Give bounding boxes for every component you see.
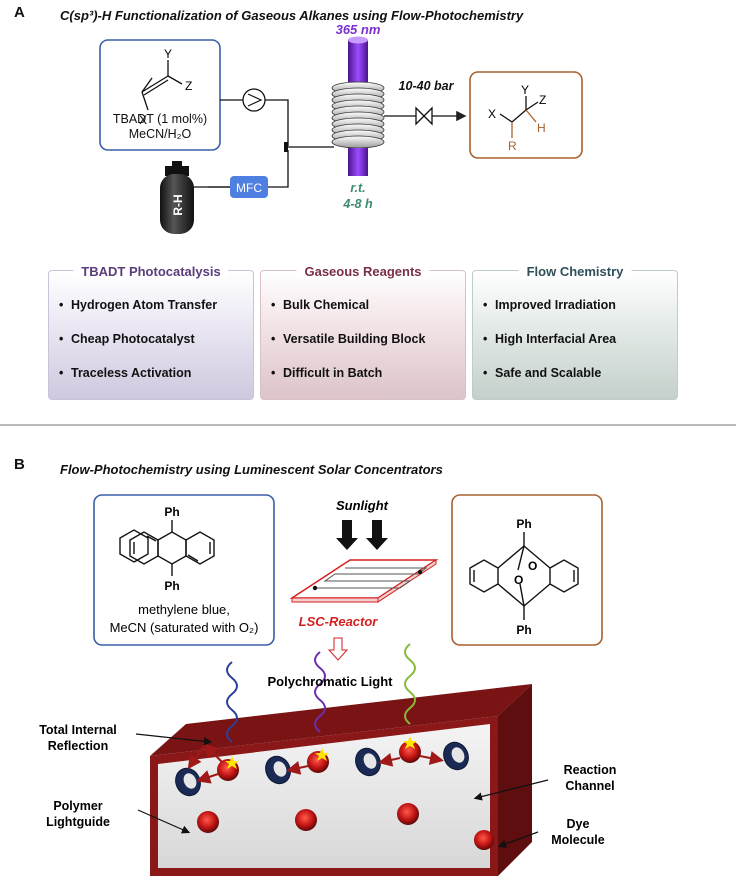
dye-line1: Dye <box>567 817 590 831</box>
reagent-box <box>99 39 221 151</box>
sm-ph-bottom: Ph <box>164 579 179 593</box>
endoperoxide-structure <box>469 532 579 620</box>
panel-divider <box>0 424 736 426</box>
panel-b-letter: B <box>14 456 25 473</box>
sunlight-arrow-icon <box>366 520 388 550</box>
card-tbadt-item: Hydrogen Atom Transfer <box>59 297 217 331</box>
card-gaseous-title: Gaseous Reagents <box>296 264 430 279</box>
dye-molecule <box>197 811 219 833</box>
poly-line2: Lightguide <box>46 815 110 829</box>
panel-b-title: Flow-Photochemistry using Luminescent So… <box>60 462 443 477</box>
card-flow-item: High Interfacial Area <box>483 331 616 365</box>
dye-molecule <box>295 809 317 831</box>
tir-line1: Total Internal <box>39 723 117 737</box>
card-tbadt-item: Traceless Activation <box>59 365 217 399</box>
sunlight-label: Sunlight <box>336 498 389 513</box>
product-y: Y <box>521 83 529 97</box>
prod-o2: O <box>514 573 523 587</box>
prod-ph-bottom: Ph <box>516 623 531 637</box>
card-tbadt-title: TBADT Photocatalysis <box>73 264 229 279</box>
flow-setup-diagram: Y Z X TBADT (1 mol%) TBADT (1 mol%) MFC … <box>99 22 583 234</box>
excitation-star-icon <box>225 756 239 769</box>
excitation-star-icon <box>403 736 417 749</box>
reactor-label: LSC-Reactor <box>299 614 379 629</box>
product-z: Z <box>539 93 546 107</box>
wavelength-label: 365 nm <box>336 22 381 37</box>
conditions-time: 4-8 h <box>342 197 373 211</box>
card-gaseous-item: Bulk Chemical <box>271 297 425 331</box>
panel-a-letter: A <box>14 4 25 21</box>
card-gaseous: Gaseous Reagents Bulk Chemical Versatile… <box>260 264 466 400</box>
reagent-line1: TBADT (1 mol%) <box>112 112 208 126</box>
dye-molecule <box>397 803 419 825</box>
product-h: H <box>537 121 546 135</box>
mfc-box <box>230 176 268 198</box>
tir-line2: Reflection <box>48 739 108 753</box>
polychromatic-label: Polychromatic Light <box>268 674 394 689</box>
violet-light-wave <box>314 651 326 733</box>
gas-cylinder-icon <box>160 161 230 234</box>
reaction-channel <box>175 741 469 797</box>
sunlight-arrow-icon <box>336 520 358 550</box>
card-tbadt: TBADT Photocatalysis Hydrogen Atom Trans… <box>48 264 254 400</box>
rc-line2: Channel <box>565 779 614 793</box>
product-r: R <box>508 139 517 153</box>
reagent-line2: MeCN/H₂O <box>128 127 192 141</box>
rc-line1: Reaction <box>564 763 617 777</box>
down-arrow-icon <box>327 637 349 661</box>
bpr-valve-icon <box>415 106 433 126</box>
polymer-lightguide-block <box>150 684 532 876</box>
prod-o1: O <box>528 559 537 573</box>
dye-line2: Molecule <box>551 833 605 847</box>
coil-reactor <box>331 81 385 149</box>
sm-ph-top: Ph <box>164 505 179 519</box>
product-structure <box>499 96 539 138</box>
prod-ph-top: Ph <box>516 517 531 531</box>
green-light-wave <box>404 643 416 725</box>
card-gaseous-item: Difficult in Batch <box>271 365 425 399</box>
pressure-label: 10-40 bar <box>399 79 455 93</box>
reagent-conditions: TBADT (1 mol%) MeCN/H₂O <box>100 112 220 142</box>
lsc-reactor-plate <box>289 559 439 603</box>
panel-a-title: C(sp³)-H Functionalization of Gaseous Al… <box>60 8 524 23</box>
card-flow-item: Improved Irradiation <box>483 297 616 331</box>
cylinder-label: R-H <box>171 194 185 215</box>
dye-molecule <box>474 830 494 850</box>
card-flow: Flow Chemistry Improved Irradiation High… <box>472 264 678 400</box>
sm-line1: methylene blue, <box>138 602 230 617</box>
alkene-structure <box>141 60 183 111</box>
dye-molecule <box>399 741 421 763</box>
endoperoxide-box <box>451 494 603 646</box>
card-gaseous-item: Versatile Building Block <box>271 331 425 365</box>
t-mixer-icon <box>284 142 288 152</box>
reagent-y: Y <box>164 47 172 61</box>
reagent-z: Z <box>185 79 192 93</box>
sm-line2: MeCN (saturated with O₂) <box>110 620 259 635</box>
excitation-star-icon <box>315 748 329 761</box>
mfc-label: MFC <box>236 181 262 195</box>
product-box <box>469 71 583 159</box>
blue-light-wave <box>226 661 238 743</box>
diphenylanthracene-structure <box>119 520 215 576</box>
card-tbadt-item: Cheap Photocatalyst <box>59 331 217 365</box>
card-flow-item: Safe and Scalable <box>483 365 616 399</box>
poly-line1: Polymer <box>53 799 102 813</box>
conditions-rt: r.t. <box>350 181 365 195</box>
product-x: X <box>488 107 496 121</box>
lsc-diagram: Ph Ph methylene blue, MeCN (saturated wi… <box>39 494 617 876</box>
card-flow-title: Flow Chemistry <box>518 264 632 279</box>
reagent-x: X <box>139 113 147 127</box>
